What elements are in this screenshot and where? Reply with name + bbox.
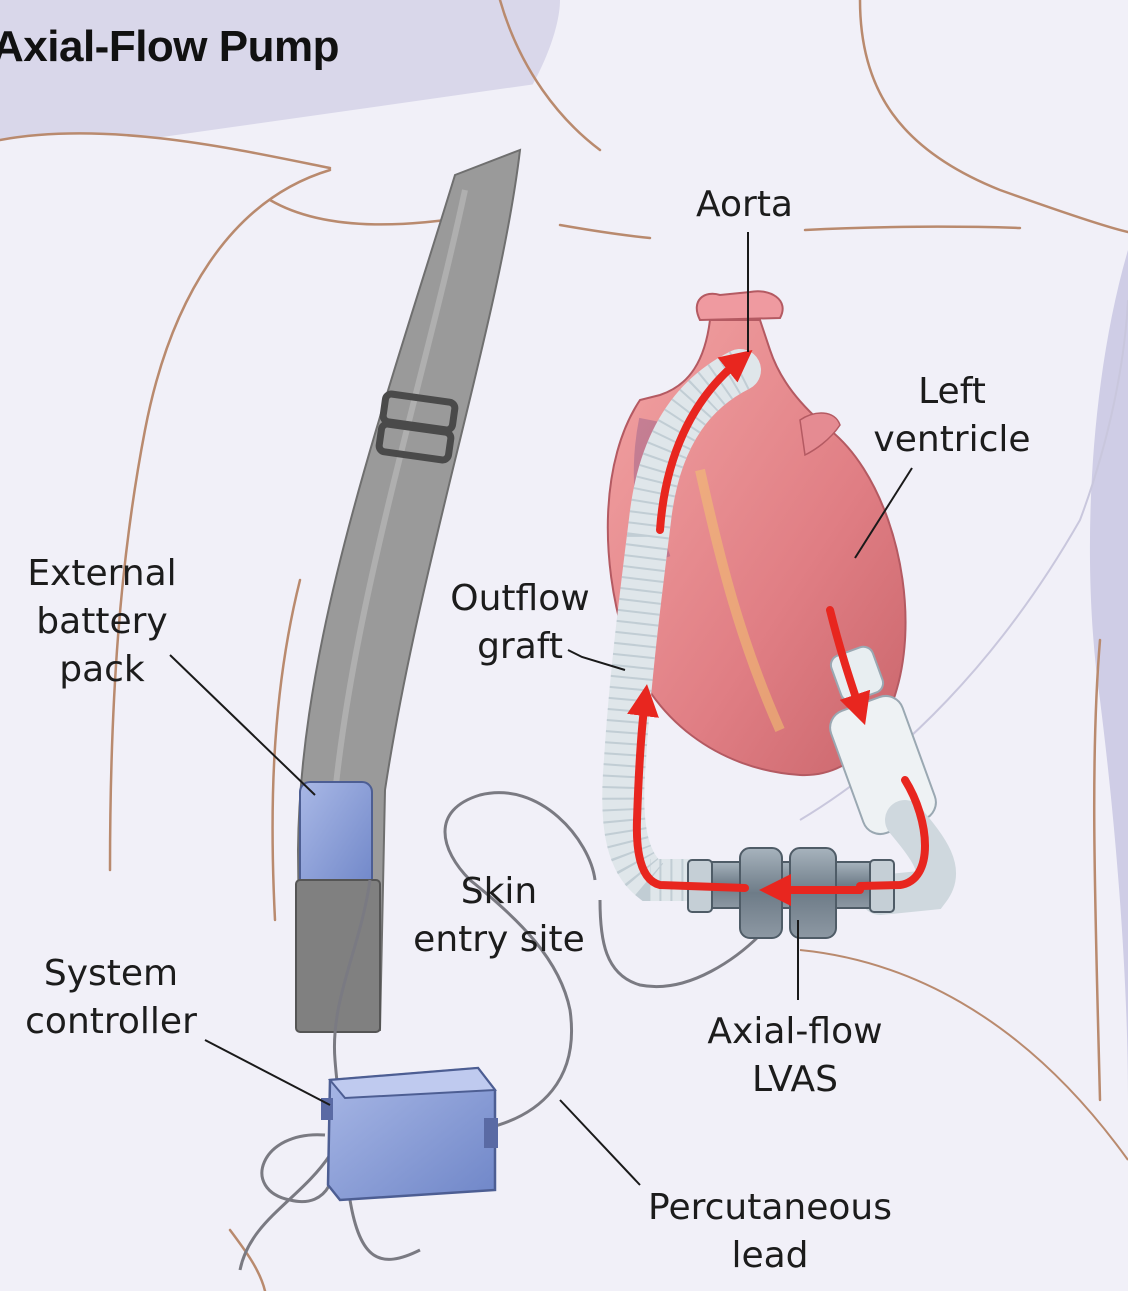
label-left-ventricle: Left ventricle (872, 368, 1032, 464)
label-percutaneous-lead: Percutaneous lead (640, 1184, 900, 1280)
label-aorta-line-1: Aorta (696, 181, 793, 229)
label-axial-flow-lvas: Axial-flow LVAS (700, 1008, 890, 1104)
label-skin-entry-site-line-1: Skin (412, 868, 586, 916)
label-axial-flow-lvas-line-1: Axial-flow (700, 1008, 890, 1056)
label-external-battery-pack-line-2: battery (18, 598, 186, 646)
system-controller-box (321, 1068, 498, 1200)
label-outflow-graft: Outflow graft (440, 575, 600, 671)
label-system-controller: System controller (16, 950, 206, 1046)
label-external-battery-pack-line-1: External (18, 550, 186, 598)
label-left-ventricle-line-2: ventricle (872, 416, 1032, 464)
label-left-ventricle-line-1: Left (872, 368, 1032, 416)
label-external-battery-pack-line-3: pack (18, 646, 186, 694)
label-skin-entry-site-line-2: entry site (412, 916, 586, 964)
label-percutaneous-lead-line-2: lead (640, 1232, 900, 1280)
label-outflow-graft-line-2: graft (440, 623, 600, 671)
label-skin-entry-site: Skin entry site (412, 868, 586, 964)
label-axial-flow-lvas-line-2: LVAS (700, 1056, 890, 1104)
label-percutaneous-lead-line-1: Percutaneous (640, 1184, 900, 1232)
label-aorta: Aorta (696, 181, 793, 229)
label-external-battery-pack: External battery pack (18, 550, 186, 694)
label-system-controller-line-1: System (16, 950, 206, 998)
battery-pack (300, 782, 372, 894)
label-outflow-graft-line-1: Outflow (440, 575, 600, 623)
diagram-title: Axial-Flow Pump (0, 22, 339, 72)
label-system-controller-line-2: controller (16, 998, 206, 1046)
